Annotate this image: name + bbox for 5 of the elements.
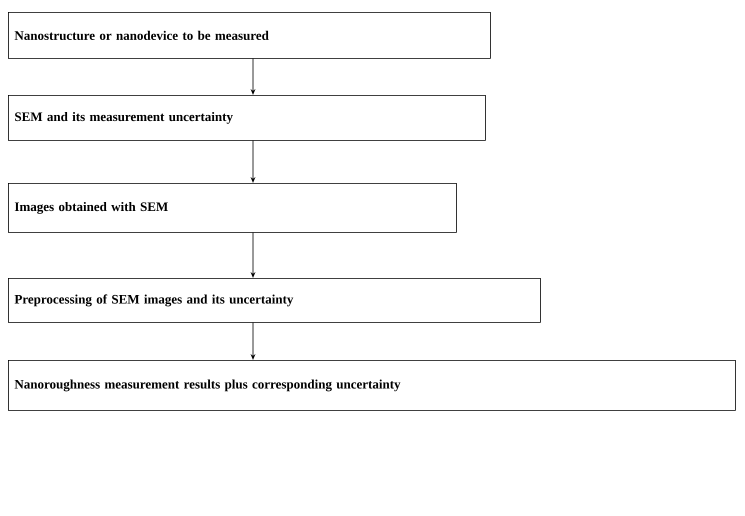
process-box: Preprocessing of SEM images and its uncertainty — [8, 278, 541, 323]
process-box: Images obtained with SEM — [8, 182, 457, 233]
process-box: SEM and its measurement uncertainty — [8, 95, 486, 141]
process-box: Nanostructure or nanodevice to be measured — [8, 12, 491, 59]
process-box: Nanoroughness measurement results plus corresponding uncertainty — [8, 360, 736, 411]
